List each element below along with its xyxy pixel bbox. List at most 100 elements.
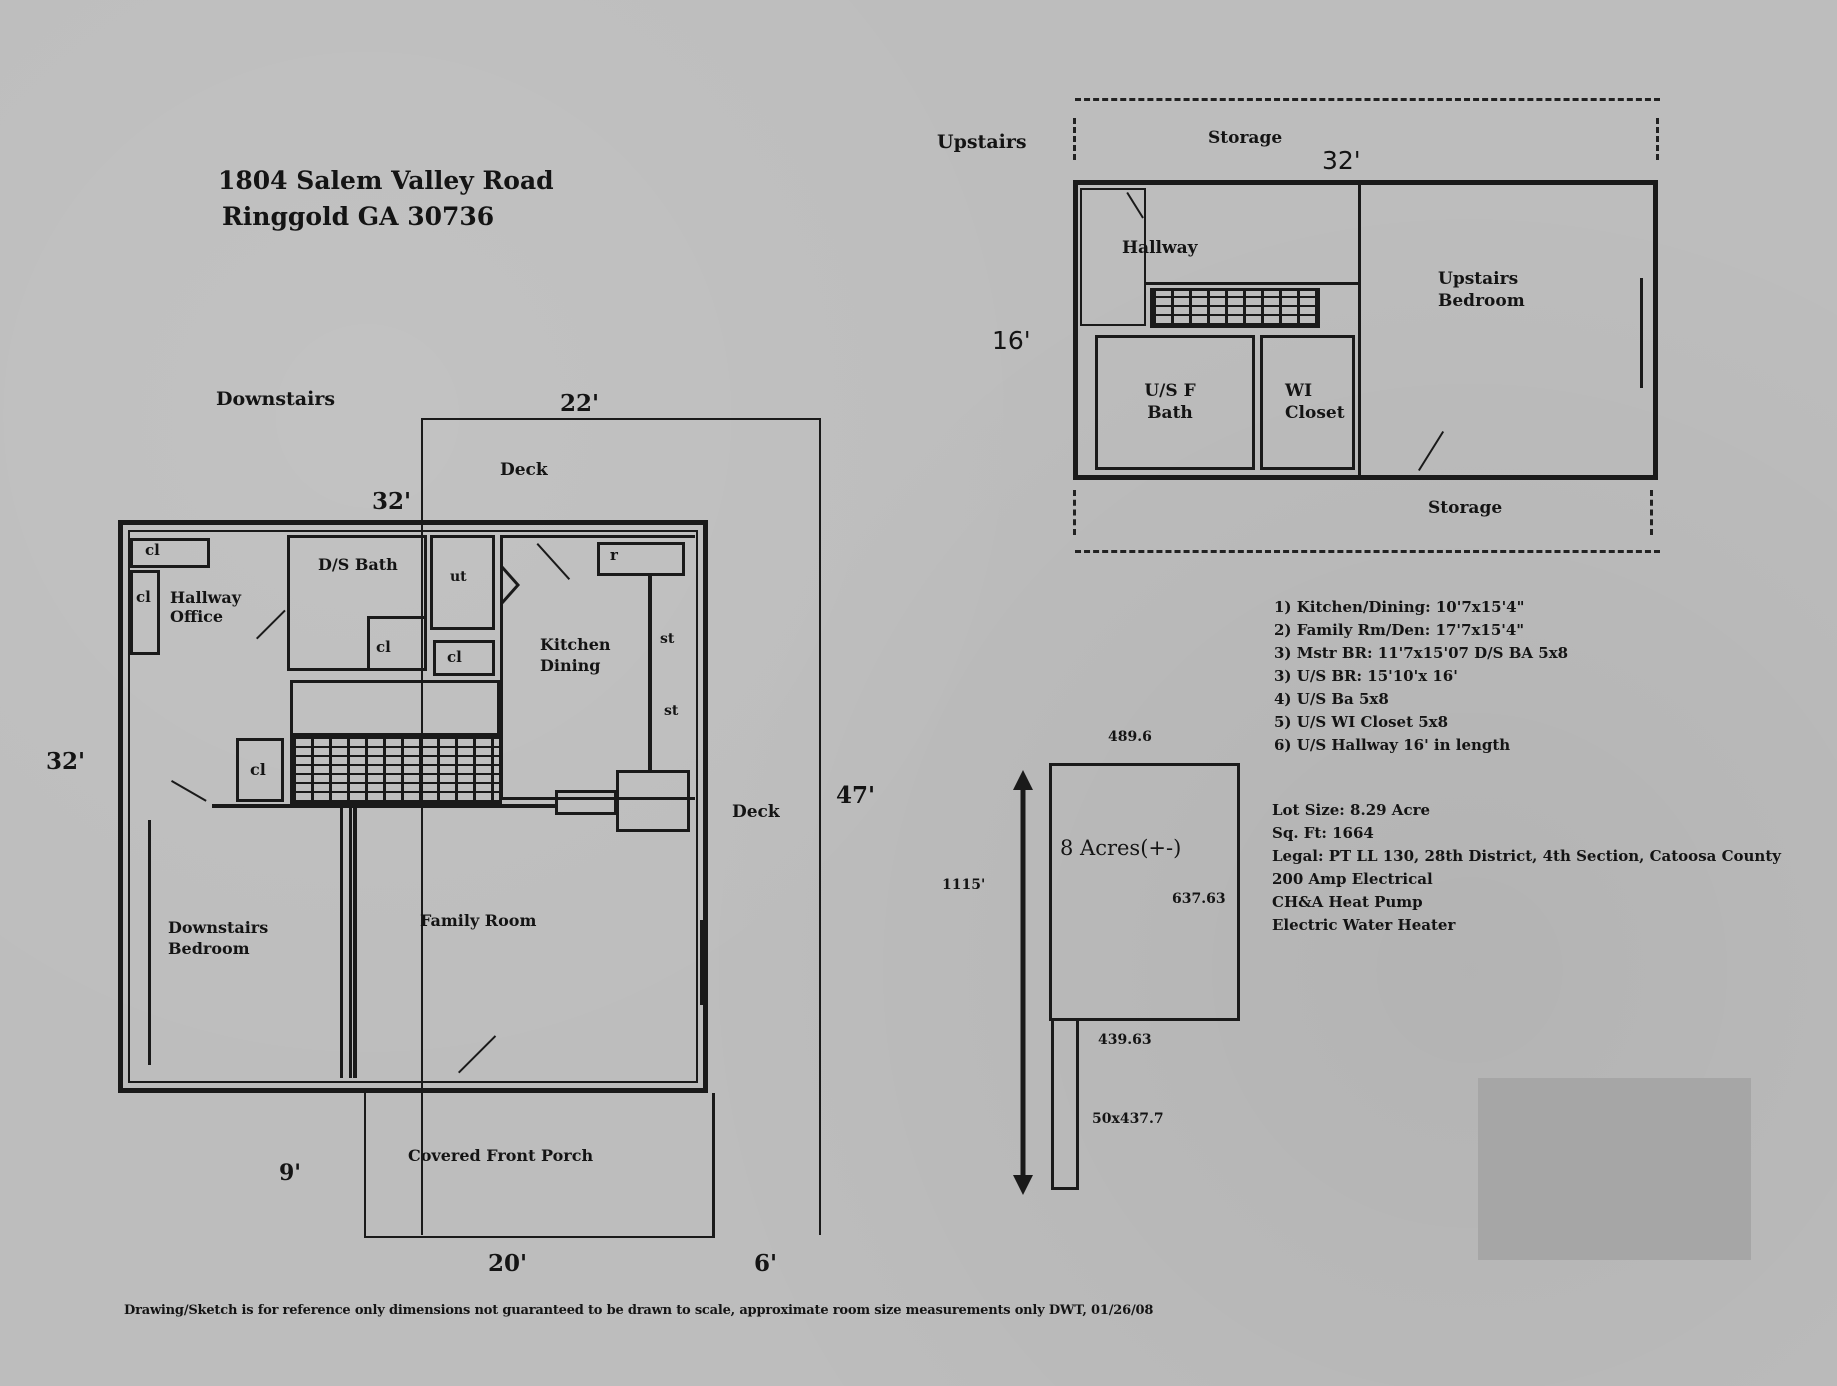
upstairs-label: Upstairs: [937, 131, 1027, 153]
dim-deck-bottom-width: 6': [754, 1250, 778, 1277]
property-info-item: Sq. Ft: 1664: [1272, 824, 1374, 842]
room-family: Family Room: [420, 911, 537, 930]
family-window: [700, 920, 703, 1005]
hearth: [555, 790, 617, 815]
storage-dash-right-bottom: [1650, 490, 1653, 535]
room-size-item: 5) U/S WI Closet 5x8: [1274, 713, 1449, 731]
bedroom-window: [1640, 278, 1643, 388]
dim-porch-depth: 9': [279, 1160, 302, 1186]
room-size-item: 4) U/S Ba 5x8: [1274, 690, 1389, 708]
dim-deck-left-height: 32': [372, 488, 412, 515]
address-line-2: Ringgold GA 30736: [222, 202, 495, 231]
room-porch: Covered Front Porch: [408, 1146, 594, 1165]
property-info-item: CH&A Heat Pump: [1272, 893, 1423, 911]
room-hallway: Hallway: [1122, 238, 1198, 258]
storage-dash-right-top: [1656, 118, 1659, 160]
plat-area: 8 Acres(+-): [1060, 836, 1182, 860]
porch-deck-divider: [712, 1093, 715, 1238]
address-line-1: 1804 Salem Valley Road: [218, 166, 554, 195]
plat-right-dim: 637.63: [1172, 891, 1226, 907]
landing: [290, 680, 500, 736]
bedroom-window: [148, 820, 151, 1065]
hallway-nook: [1080, 188, 1146, 326]
storage-st1: st: [660, 631, 675, 647]
bedroom-family-wall: [340, 808, 352, 1078]
closet-small-label: cl: [447, 648, 462, 666]
storage-dashed-bottom: [1075, 550, 1660, 553]
room-kitchen: Kitchen Dining: [540, 635, 611, 675]
storage-bottom-label: Storage: [1428, 498, 1503, 518]
plat-main-parcel: [1049, 763, 1240, 1021]
room-size-item: 1) Kitchen/Dining: 10'7x15'4": [1274, 598, 1525, 616]
us-bath: [1095, 335, 1255, 470]
storage-dashed-top: [1075, 98, 1660, 101]
upstairs-outer-wall: [1073, 180, 1658, 480]
downstairs-label: Downstairs: [216, 388, 336, 410]
dim-porch-width: 20': [488, 1250, 528, 1277]
storage-dash-left-bottom: [1073, 490, 1076, 535]
house-inner-wall: [128, 530, 698, 1083]
property-info-item: Lot Size: 8.29 Acre: [1272, 801, 1431, 819]
dim-deck-top-width: 22': [560, 390, 600, 417]
downstairs-staircase: [290, 735, 502, 805]
double-arrow-icon: [1013, 770, 1033, 1195]
hall-wall: [212, 804, 557, 808]
closet-small: [433, 640, 495, 676]
hall-rail: [1146, 282, 1358, 285]
utility-label: ut: [450, 569, 467, 585]
fridge: [597, 542, 685, 576]
plat-left-total: 1115': [942, 877, 986, 893]
property-info-item: 200 Amp Electrical: [1272, 870, 1433, 888]
door-swing-icon: [500, 566, 521, 604]
wi-closet: [1260, 335, 1355, 470]
dim-upstairs-width: 32': [1322, 146, 1361, 175]
room-size-item: 2) Family Rm/Den: 17'7x15'4": [1274, 621, 1525, 639]
upstairs-staircase: [1150, 288, 1320, 328]
fridge-label: r: [610, 546, 618, 564]
room-size-item: 3) Mstr BR: 11'7x15'07 D/S BA 5x8: [1274, 644, 1569, 662]
bath-closet: [367, 616, 427, 671]
bath-closet-label: cl: [376, 638, 391, 656]
storage-st2: st: [664, 703, 679, 719]
room-office: Hallway Office: [170, 588, 242, 627]
plat-strip-dim: 50x437.7: [1092, 1111, 1164, 1127]
plat-step-dim: 439.63: [1098, 1032, 1152, 1048]
property-info-list: Lot Size: 8.29 Acre Sq. Ft: 1664 Legal: …: [1272, 803, 1781, 941]
closet-stairs: [236, 738, 284, 802]
bedroom-wall: [1358, 185, 1361, 475]
room-size-item: 6) U/S Hallway 16' in length: [1274, 736, 1511, 754]
property-info-item: Electric Water Heater: [1272, 916, 1456, 934]
room-downstairs-bedroom: Downstairs Bedroom: [168, 918, 269, 958]
closet-top: [130, 538, 210, 568]
utility-room: [430, 535, 495, 630]
room-us-bath: U/S F Bath: [1144, 381, 1196, 424]
closet-top-label: cl: [145, 541, 160, 559]
covered-porch: [364, 1093, 714, 1238]
property-info-item: Legal: PT LL 130, 28th District, 4th Sec…: [1272, 847, 1781, 865]
room-upstairs-bedroom: Upstairs Bedroom: [1438, 269, 1525, 312]
room-wi-closet: WI Closet: [1285, 381, 1345, 424]
dim-upstairs-depth: 16': [992, 326, 1031, 355]
plat-top-dim: 489.6: [1108, 729, 1152, 745]
storage-top-label: Storage: [1208, 128, 1283, 148]
closet-left: [130, 570, 160, 655]
counter-wall: [648, 576, 652, 771]
dim-deck-right-height: 47': [836, 782, 876, 809]
redacted-area: [1478, 1078, 1751, 1260]
footer-disclaimer: Drawing/Sketch is for reference only dim…: [124, 1303, 1154, 1318]
room-size-item: 3) U/S BR: 15'10'x 16': [1274, 667, 1458, 685]
kitchen-walls: [500, 535, 695, 800]
room-ds-bath: D/S Bath: [318, 555, 398, 574]
family-room-wall: [353, 808, 357, 1078]
closet-left-label: cl: [136, 588, 151, 606]
deck-outline: [421, 418, 821, 1235]
room-deck-right: Deck: [732, 802, 780, 822]
chimney-box: [616, 770, 690, 832]
room-deck-top: Deck: [500, 460, 548, 480]
ds-bath-walls: [287, 535, 427, 671]
house-outer-wall: [118, 520, 708, 1093]
dim-house-height: 32': [46, 748, 86, 775]
storage-dash-left-top: [1073, 118, 1076, 160]
room-sizes-list: 1) Kitchen/Dining: 10'7x15'4" 2) Family …: [1274, 600, 1568, 761]
